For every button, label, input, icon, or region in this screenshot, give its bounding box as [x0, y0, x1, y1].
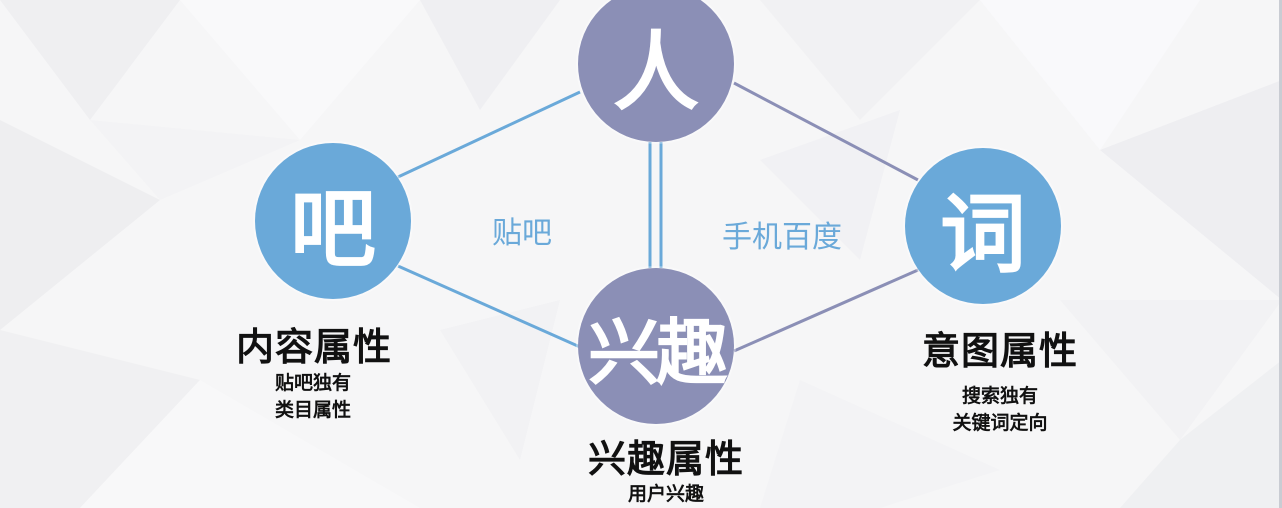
person-glyph: 人 — [613, 22, 699, 123]
interest-attribute-line: 用户兴趣 — [627, 483, 704, 505]
intent-attribute-desc: 搜索独有 关键词定向 — [920, 383, 1080, 437]
interest-attribute-desc: 用户兴趣 — [596, 481, 736, 508]
intent-attribute-line: 关键词定向 — [952, 412, 1048, 434]
edge-person-tieba — [397, 90, 581, 179]
interest-attribute-title: 兴趣属性 — [587, 437, 744, 481]
tieba-node: 吧 — [255, 143, 411, 299]
edge-tieba-interest — [397, 264, 581, 349]
edge-label-mobile-baidu: 手机百度 — [722, 220, 842, 255]
interest-glyph: 兴趣 — [587, 310, 728, 395]
edge-label-tieba: 贴吧 — [492, 216, 552, 251]
edge-person-keyword — [733, 81, 919, 182]
content-attribute-line: 类目属性 — [274, 399, 351, 421]
content-attribute-desc: 贴吧独有 类目属性 — [240, 370, 386, 424]
content-attribute-line: 贴吧独有 — [274, 372, 351, 394]
keyword-glyph: 词 — [940, 184, 1026, 285]
keyword-node: 词 — [905, 148, 1061, 304]
intent-attribute-line: 搜索独有 — [961, 385, 1038, 407]
person-node: 人 — [578, 0, 734, 142]
right-border — [1279, 0, 1282, 508]
intent-attribute-title: 意图属性 — [921, 329, 1078, 373]
interest-node: 兴趣 — [578, 268, 734, 424]
tieba-glyph: 吧 — [290, 179, 376, 280]
content-attribute-title: 内容属性 — [235, 325, 392, 369]
edge-interest-keyword — [733, 268, 919, 353]
